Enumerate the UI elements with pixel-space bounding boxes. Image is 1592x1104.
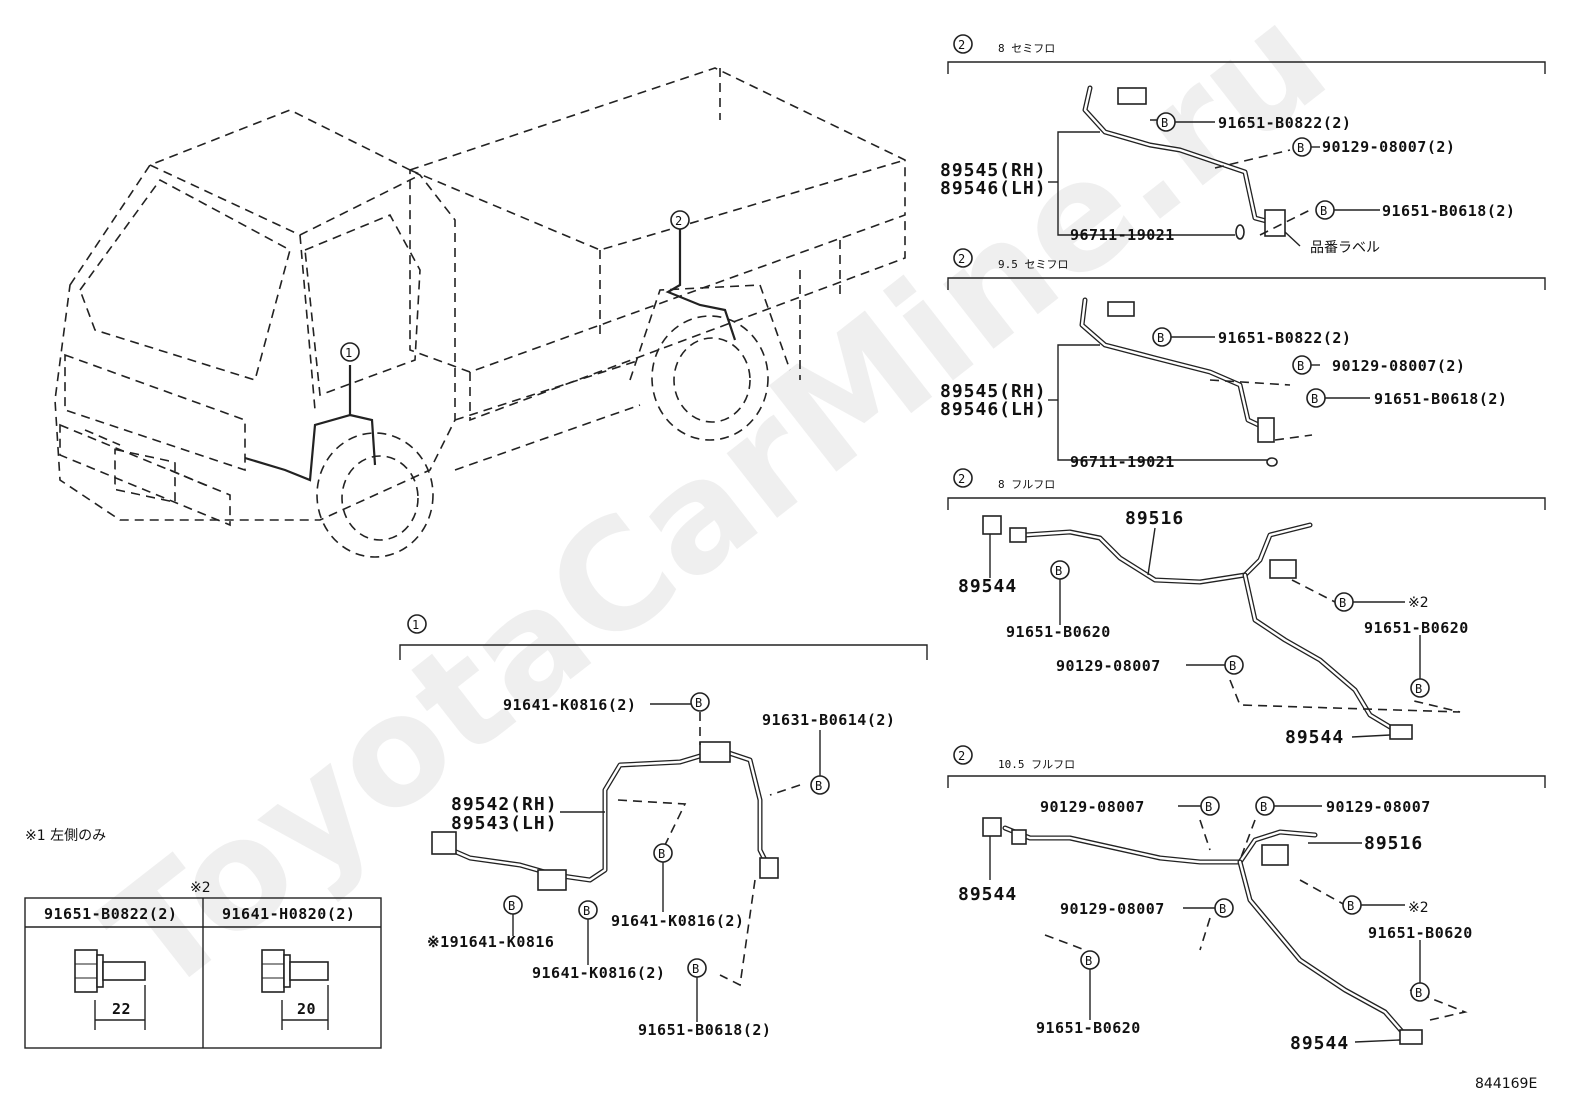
callout-1-truck-label: 1 [345, 346, 352, 360]
panel-1-bolt-6: B [692, 962, 699, 976]
panel-1-rh: 89542(RH) [451, 794, 558, 815]
panel-a-bolt-3: B [1320, 204, 1327, 218]
panel-d-harness: 89516 [1364, 833, 1423, 854]
panel-c-sensor-l: 89544 [958, 576, 1017, 597]
panel-c-bolt-1: B [1055, 564, 1062, 578]
panel-b-bolt-2: B [1297, 359, 1304, 373]
panel-1: 1 B B B B B B 91641-K0816(2) 91631-B0614… [399, 614, 928, 1039]
panel-1-bolt-4: B [508, 899, 515, 913]
panel-1-bolt-3: B [658, 847, 665, 861]
panel-b-bolt-1: B [1157, 331, 1164, 345]
panel-d-b2: 91651-B0620 [1036, 1019, 1141, 1037]
panel-b: 2 9.5 セミフロ B B B 91651-B0822(2) 90129-08… [940, 248, 1546, 471]
panel-a-p2: 90129-08007(2) [1322, 138, 1455, 156]
panel-1-lh: 89543(LH) [451, 813, 558, 834]
panel-a-subtitle: 8 セミフロ [998, 42, 1055, 55]
panel-c-b3: 90129-08007 [1056, 657, 1161, 675]
panel-1-bolt-2: B [815, 779, 822, 793]
panel-a-lh: 89546(LH) [940, 178, 1047, 199]
panel-c-sensor-r: 89544 [1285, 727, 1344, 748]
panel-a-label-note: 品番ラベル [1310, 240, 1380, 256]
panel-1-p6: 91651-B0618(2) [638, 1021, 771, 1039]
panel-a-bolt-1: B [1161, 116, 1168, 130]
panel-d: 2 10.5 フルフロ B B B B B B 90129-08007 9012… [947, 745, 1546, 1054]
bolt-dim-1: 22 [112, 1000, 131, 1018]
panel-d-bolt-2: B [1260, 800, 1267, 814]
panel-b-lh: 89546(LH) [940, 399, 1047, 420]
panel-d-mark: ※2 [1408, 900, 1429, 916]
panel-1-bolt-1: B [695, 696, 702, 710]
panel-a-p1: 91651-B0822(2) [1218, 114, 1351, 132]
note-left-only: ※1 左側のみ [25, 828, 106, 844]
panel-d-b1: 91651-B0620 [1368, 924, 1473, 942]
panel-b-p3: 91651-B0618(2) [1374, 390, 1507, 408]
panel-1-p5: 91641-K0816(2) [532, 964, 665, 982]
panel-d-sensor-r: 89544 [1290, 1033, 1349, 1054]
panel-c-subtitle: 8 フルフロ [998, 478, 1055, 491]
diagram-code: 844169E [1475, 1076, 1537, 1092]
panel-d-p2: 90129-08007 [1326, 798, 1431, 816]
panel-d-p1: 90129-08007 [1040, 798, 1145, 816]
ref-table-mark: ※2 [190, 880, 211, 896]
panel-b-bolt-3: B [1311, 392, 1318, 406]
ref-table: ※2 91651-B0822(2) 91641-H0820(2) 22 20 [24, 880, 382, 1049]
panel-c-bolt-2: B [1339, 596, 1346, 610]
bolt-drawing-2: 20 [261, 949, 329, 1030]
panel-1-p4: ※191641-K0816 [427, 933, 554, 951]
panel-1-p2: 91631-B0614(2) [762, 711, 895, 729]
panel-d-bolt-4: B [1219, 902, 1226, 916]
panel-c-b1: 91651-B0620 [1006, 623, 1111, 641]
panel-d-sensor-l: 89544 [958, 884, 1017, 905]
truck-harness-rear: 2 [665, 210, 737, 341]
panel-a-p3: 91651-B0618(2) [1382, 202, 1515, 220]
panel-d-subtitle: 10.5 フルフロ [998, 758, 1075, 771]
panel-d-bolt-5: B [1085, 954, 1092, 968]
panel-a-callout: 2 [958, 38, 965, 52]
panel-d-bolt-1: B [1205, 800, 1212, 814]
panel-1-callout: 1 [412, 618, 419, 632]
panel-c-harness: 89516 [1125, 508, 1184, 529]
panel-b-p1: 91651-B0822(2) [1218, 329, 1351, 347]
callout-2-truck [670, 210, 690, 230]
panel-c-bolt-4: B [1415, 682, 1422, 696]
panel-1-bolt-5: B [583, 904, 590, 918]
panel-c-mark: ※2 [1408, 595, 1429, 611]
truck-harness-front: 1 [244, 342, 377, 482]
truck-outline [54, 67, 906, 558]
callout-2-truck-label: 2 [675, 214, 682, 228]
panel-b-p2: 90129-08007(2) [1332, 357, 1465, 375]
panel-d-bolt-6: B [1415, 986, 1422, 1000]
bolt-dim-2: 20 [297, 1000, 316, 1018]
panel-c-bolt-3: B [1229, 659, 1236, 673]
panel-a: 2 8 セミフロ B B B 91651-B0822(2) 90129-0800… [940, 34, 1546, 256]
panel-b-subtitle: 9.5 セミフロ [998, 258, 1069, 271]
ref-table-col1: 91651-B0822(2) [44, 905, 177, 923]
panel-a-bolt-2: B [1297, 141, 1304, 155]
panel-d-bolt-3: B [1347, 899, 1354, 913]
panel-c-b2: 91651-B0620 [1364, 619, 1469, 637]
panel-c: 2 8 フルフロ B B B B 89516 89544 91651-B0620… [947, 468, 1546, 748]
panel-a-clamp: 96711-19021 [1070, 226, 1175, 244]
panel-1-p3: 91641-K0816(2) [611, 912, 744, 930]
bolt-drawing-1: 22 [74, 949, 146, 1030]
panel-b-rh: 89545(RH) [940, 381, 1047, 402]
panel-c-callout: 2 [958, 472, 965, 486]
panel-a-rh: 89545(RH) [940, 160, 1047, 181]
panel-1-p1: 91641-K0816(2) [503, 696, 636, 714]
panel-b-clamp: 96711-19021 [1070, 453, 1175, 471]
panel-d-callout: 2 [958, 749, 965, 763]
panel-d-p3: 90129-08007 [1060, 900, 1165, 918]
ref-table-col2: 91641-H0820(2) [222, 905, 355, 923]
panel-b-callout: 2 [958, 252, 965, 266]
callout-1-truck [340, 342, 360, 362]
